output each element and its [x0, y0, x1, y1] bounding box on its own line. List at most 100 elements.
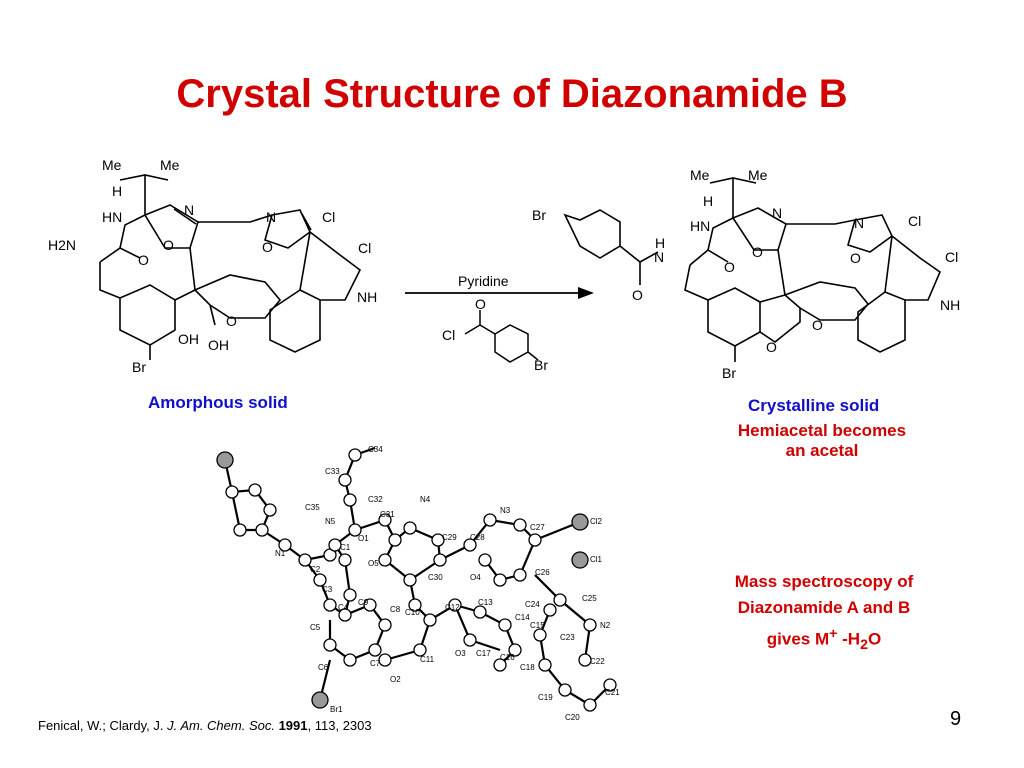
svg-text:Cl: Cl [358, 240, 371, 256]
svg-text:Me: Me [160, 157, 180, 173]
svg-text:Br: Br [532, 207, 546, 223]
svg-text:O: O [475, 296, 486, 312]
acid-chloride [464, 310, 539, 363]
svg-text:C26: C26 [535, 568, 550, 577]
svg-text:Cl1: Cl1 [590, 555, 603, 564]
svg-text:O: O [226, 313, 237, 329]
svg-text:Cl: Cl [442, 327, 455, 343]
reagent-label: Pyridine [458, 273, 509, 289]
crystal-atoms [216, 448, 617, 712]
svg-text:C22: C22 [590, 657, 605, 666]
svg-text:C2: C2 [310, 565, 321, 574]
svg-text:C33: C33 [325, 467, 340, 476]
svg-text:C30: C30 [428, 573, 443, 582]
svg-text:NH: NH [357, 289, 377, 305]
svg-text:C11: C11 [420, 655, 435, 664]
crystal-structure-ortep: C34 C33 C32 C35 N5 N4 N3 C27 Cl2 C31 C29… [216, 445, 620, 722]
svg-text:C14: C14 [515, 613, 530, 622]
svg-text:N: N [654, 249, 664, 265]
svg-text:C4: C4 [338, 603, 349, 612]
crystal-atom-labels: C34 C33 C32 C35 N5 N4 N3 C27 Cl2 C31 C29… [275, 445, 620, 722]
svg-text:C9: C9 [358, 598, 369, 607]
svg-text:C10: C10 [405, 608, 420, 617]
svg-text:Br: Br [132, 359, 146, 375]
svg-text:O: O [163, 237, 174, 253]
svg-text:C35: C35 [305, 503, 320, 512]
mass-spec-line1: Mass spectroscopy of [734, 572, 914, 591]
svg-text:C29: C29 [442, 533, 457, 542]
svg-text:N1: N1 [275, 549, 286, 558]
svg-text:N3: N3 [500, 506, 511, 515]
svg-text:O2: O2 [390, 675, 401, 684]
svg-text:C20: C20 [565, 713, 580, 722]
svg-text:OH: OH [178, 331, 199, 347]
svg-text:Me: Me [690, 167, 710, 183]
svg-text:HN: HN [690, 218, 710, 234]
svg-text:C28: C28 [470, 533, 485, 542]
svg-text:C19: C19 [538, 693, 553, 702]
svg-text:O: O [752, 244, 763, 260]
svg-text:N: N [854, 215, 864, 231]
svg-text:O3: O3 [455, 649, 466, 658]
svg-text:C1: C1 [340, 543, 351, 552]
svg-text:C24: C24 [525, 600, 540, 609]
svg-text:N: N [772, 205, 782, 221]
right-caption-2: Hemiacetal becomes [737, 421, 907, 440]
svg-text:Br1: Br1 [330, 705, 343, 714]
svg-text:O: O [138, 252, 149, 268]
right-molecule [563, 177, 941, 362]
svg-text:Br: Br [534, 357, 548, 373]
svg-text:NH: NH [940, 297, 960, 313]
svg-text:Me: Me [102, 157, 122, 173]
svg-text:Cl: Cl [908, 213, 921, 229]
svg-text:Cl2: Cl2 [590, 517, 603, 526]
right-molecule-labels: Br O H N Me Me H HN O N O N O Cl Cl NH O… [532, 167, 960, 381]
svg-text:C34: C34 [368, 445, 383, 454]
mass-spec-line2: Diazonamide A and B [737, 598, 911, 617]
reaction-arrow: Pyridine [405, 273, 594, 299]
left-molecule [99, 174, 362, 360]
slide-title: Crystal Structure of Diazonamide B [176, 72, 848, 116]
mass-spec-note: Mass spectroscopy of Diazonamide A and B… [706, 569, 942, 658]
svg-text:C23: C23 [560, 633, 575, 642]
svg-text:O4: O4 [470, 573, 481, 582]
svg-text:O: O [812, 317, 823, 333]
svg-text:C6: C6 [318, 663, 329, 672]
svg-text:C21: C21 [605, 688, 620, 697]
svg-text:C18: C18 [520, 663, 535, 672]
svg-text:C7: C7 [370, 659, 381, 668]
svg-text:C17: C17 [476, 649, 491, 658]
crystal-bonds [223, 446, 611, 707]
svg-text:H: H [655, 235, 665, 251]
svg-text:Cl: Cl [322, 209, 335, 225]
svg-text:OH: OH [208, 337, 229, 353]
svg-text:O: O [262, 239, 273, 255]
svg-text:Cl: Cl [945, 249, 958, 265]
svg-text:C12: C12 [445, 603, 460, 612]
svg-text:O: O [724, 259, 735, 275]
svg-text:N: N [266, 209, 276, 225]
svg-text:N2: N2 [600, 621, 611, 630]
svg-text:O: O [766, 339, 777, 355]
svg-text:Me: Me [748, 167, 768, 183]
svg-text:O: O [850, 250, 861, 266]
page-number: 9 [950, 708, 962, 730]
svg-text:C16: C16 [500, 653, 515, 662]
left-molecule-labels: Me Me H HN H2N O N O N O Cl Cl NH O OH O… [48, 157, 377, 375]
left-caption: Amorphous solid [148, 393, 288, 412]
svg-text:C31: C31 [380, 510, 395, 519]
svg-text:Br: Br [722, 365, 736, 381]
svg-text:H2N: H2N [48, 237, 76, 253]
mass-spec-line3: gives M+ -H2O [766, 626, 882, 654]
acid-chloride-labels: O Cl Br [442, 296, 548, 373]
svg-text:N4: N4 [420, 495, 431, 504]
svg-text:N: N [184, 202, 194, 218]
svg-text:O1: O1 [358, 534, 369, 543]
svg-text:N5: N5 [325, 517, 336, 526]
svg-text:C3: C3 [322, 585, 333, 594]
svg-text:C8: C8 [390, 605, 401, 614]
right-caption-3: an acetal [785, 441, 859, 460]
svg-text:C13: C13 [478, 598, 493, 607]
right-caption-1: Crystalline solid [748, 396, 880, 415]
